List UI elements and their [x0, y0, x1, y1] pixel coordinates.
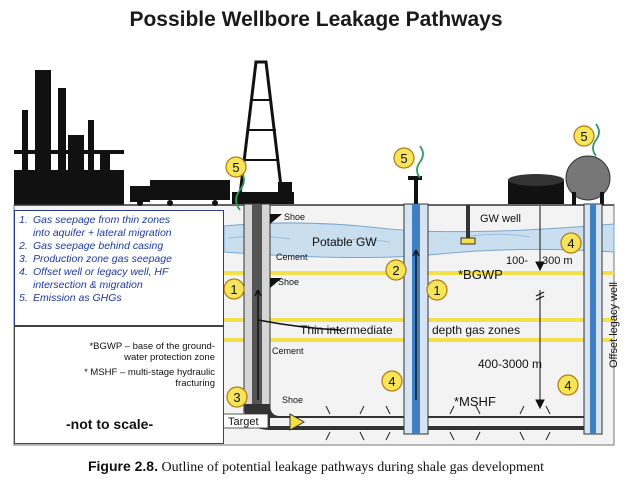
svg-text:5: 5 — [232, 160, 239, 175]
label-shoe-bottom: Shoe — [282, 395, 303, 405]
label-thin-zones-b: depth gas zones — [432, 323, 520, 337]
label-depth-400: 400-3000 m — [478, 357, 542, 371]
caption-text: Outline of potential leakage pathways du… — [161, 460, 545, 475]
label-offset-legacy: Offset legacy well — [608, 282, 620, 368]
marker-4-right-top: 4 — [560, 232, 582, 254]
svg-text:5: 5 — [400, 151, 407, 166]
svg-text:5: 5 — [580, 129, 587, 144]
marker-5-left: 5 — [225, 156, 247, 178]
gw-well-pump — [408, 176, 422, 204]
label-shoe-top: Shoe — [284, 212, 305, 222]
bgwp-definition: *BGWP – base of the ground- water protec… — [89, 341, 215, 363]
gas-emissions — [235, 123, 600, 211]
drilling-rig — [232, 60, 294, 204]
legend-item-3: 3.Production zone gas seepage — [19, 253, 172, 265]
svg-text:2: 2 — [392, 263, 399, 278]
leakage-paths — [254, 249, 420, 400]
figure-label: Figure 2.8. — [87, 458, 158, 474]
svg-text:1: 1 — [230, 282, 237, 297]
svg-text:4: 4 — [564, 378, 571, 393]
label-depth-100: 100- — [506, 255, 528, 267]
diagram-title: Possible Wellbore Leakage Pathways — [129, 8, 503, 31]
marker-1-mid: 1 — [426, 279, 448, 301]
legend-item-2: 2.Gas seepage behind casing — [19, 240, 164, 252]
label-gw-well: GW well — [480, 213, 521, 225]
label-cement-mid: Cement — [272, 346, 304, 356]
marker-5-right: 5 — [573, 125, 595, 147]
label-cement-top: Cement — [276, 252, 308, 262]
depth-arrows — [535, 206, 545, 410]
not-to-scale-note: -not to scale- — [66, 416, 154, 432]
label-bgwp: *BGWP — [458, 267, 503, 282]
marker-4-a: 4 — [381, 370, 403, 392]
label-mshf: *MSHF — [454, 394, 496, 409]
marker-5-mid: 5 — [393, 147, 415, 169]
label-thin-zones-a: Thin intermediate — [300, 323, 393, 337]
mshf-fractures — [325, 405, 551, 441]
svg-text:3: 3 — [233, 390, 240, 405]
gw-well — [460, 205, 476, 245]
marker-1-left: 1 — [223, 278, 245, 300]
svg-text:1: 1 — [433, 283, 440, 298]
mshf-definition: * MSHF – multi-stage hydraulic fracturin… — [84, 367, 215, 389]
marker-2: 2 — [385, 259, 407, 281]
label-potable-gw: Potable GW — [312, 235, 377, 249]
legend-item-5: 5.Emission as GHGs — [19, 292, 122, 304]
label-shoe-mid: Shoe — [278, 277, 299, 287]
label-depth-300: 300 m — [542, 255, 573, 267]
truck — [130, 180, 230, 206]
marker-3: 3 — [226, 386, 248, 408]
label-target: Target — [228, 416, 259, 428]
svg-text:4: 4 — [388, 374, 395, 389]
industrial-skyline — [14, 70, 124, 208]
abbreviation-box: *BGWP – base of the ground- water protec… — [14, 326, 224, 444]
marker-4-right-bottom: 4 — [557, 374, 579, 396]
offset-legacy-well — [583, 203, 603, 435]
svg-text:4: 4 — [567, 236, 574, 251]
figure-caption: Figure 2.8. Outline of potential leakage… — [0, 458, 632, 476]
storage-tanks — [508, 155, 611, 205]
